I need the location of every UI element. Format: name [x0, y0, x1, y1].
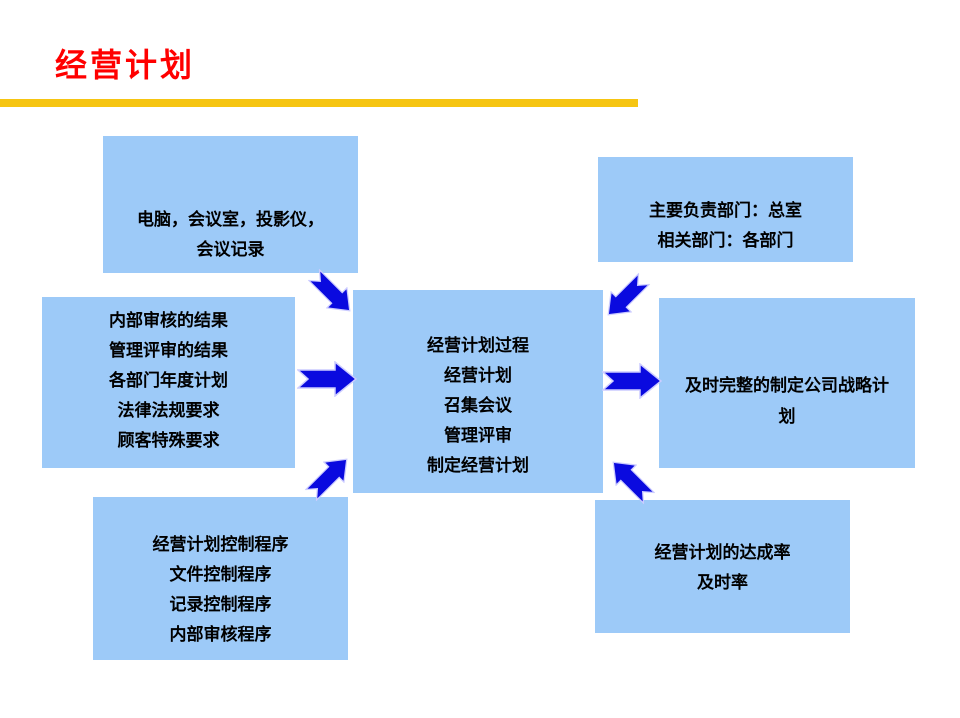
- arrow-up-left-icon: [602, 451, 660, 509]
- box-inputs: 内部审核的结果管理评审的结果各部门年度计划法律法规要求顾客特殊要求: [42, 297, 295, 468]
- box-procedures: 经营计划控制程序文件控制程序记录控制程序内部审核程序: [93, 497, 348, 660]
- box-departments: 主要负责部门：总室相关部门：各部门: [598, 157, 853, 262]
- page-title: 经营计划: [55, 46, 196, 84]
- arrow-down-left-icon: [597, 268, 655, 326]
- box-output-text: 及时完整的制定公司战略计划: [685, 376, 889, 427]
- box-equipment-text: 电脑，会议室，投影仪，会议记录: [137, 210, 324, 260]
- box-metrics-text: 经营计划的达成率及时率: [654, 543, 791, 593]
- box-output: 及时完整的制定公司战略计划: [659, 298, 915, 468]
- arrow-right-icon: [297, 361, 357, 397]
- box-metrics: 经营计划的达成率及时率: [595, 500, 850, 633]
- box-inputs-text: 内部审核的结果管理评审的结果各部门年度计划法律法规要求顾客特殊要求: [109, 311, 228, 451]
- arrow-up-right-icon: [300, 448, 358, 506]
- arrow-right-icon: [602, 363, 662, 399]
- box-process-text: 经营计划过程经营计划召集会议管理评审制定经营计划: [427, 336, 529, 476]
- box-process: 经营计划过程经营计划召集会议管理评审制定经营计划: [353, 290, 603, 493]
- arrow-down-right-icon: [303, 264, 361, 322]
- title-underline: [0, 99, 638, 107]
- box-departments-text: 主要负责部门：总室相关部门：各部门: [649, 201, 802, 251]
- box-equipment: 电脑，会议室，投影仪，会议记录: [103, 136, 358, 273]
- box-procedures-text: 经营计划控制程序文件控制程序记录控制程序内部审核程序: [152, 535, 289, 645]
